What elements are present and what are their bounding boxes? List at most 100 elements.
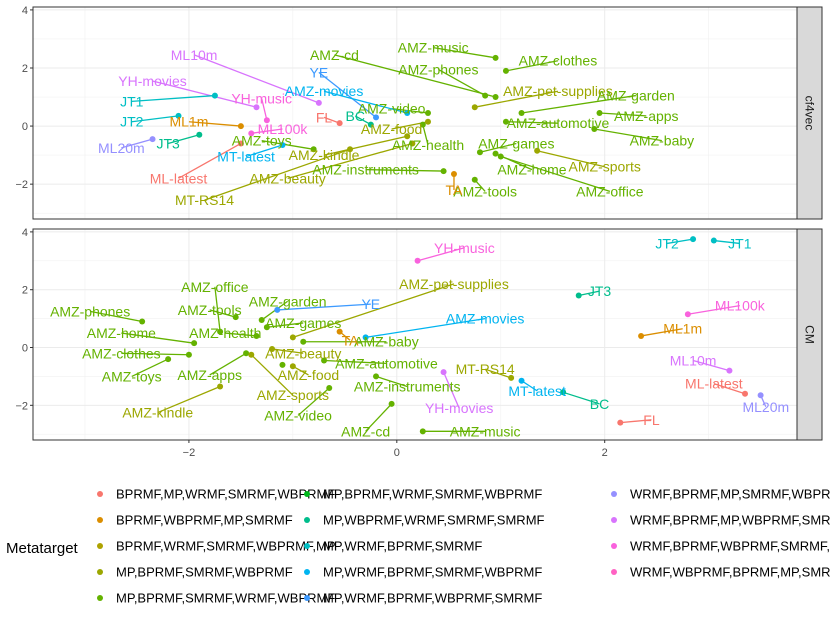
data-point bbox=[367, 121, 374, 128]
point-label: AMZ-baby bbox=[354, 334, 419, 350]
point-label: AMZ-home bbox=[497, 162, 566, 178]
y-tick-label: 2 bbox=[22, 285, 28, 297]
point-label: AMZ-apps bbox=[177, 367, 242, 383]
label-connector bbox=[375, 375, 408, 388]
legend-label: MP,WRMF,BPRMF,SMRMF bbox=[323, 539, 482, 554]
point-label: BC bbox=[346, 108, 365, 124]
legend-label: MP,WRMF,BPRMF,WBPRMF,SMRMF bbox=[323, 591, 542, 606]
data-point bbox=[492, 94, 499, 101]
point-label: TA bbox=[342, 332, 360, 348]
label-connector bbox=[277, 303, 371, 311]
point-label: AMZ-kindle bbox=[289, 147, 360, 163]
label-connector bbox=[121, 332, 195, 344]
point-label: JT2 bbox=[655, 235, 679, 251]
label-connector bbox=[152, 80, 257, 108]
legend-label: WRMF,WBPRMF,BPRMF,MP,SMRMF bbox=[630, 565, 830, 580]
legend-key bbox=[97, 517, 103, 523]
point-label: AMZ-clothes bbox=[519, 53, 598, 69]
x-tick-label: 2 bbox=[602, 447, 608, 459]
point-label: AMZ-food bbox=[278, 367, 339, 383]
data-point bbox=[440, 369, 447, 376]
legend-key bbox=[611, 491, 617, 497]
label-connector bbox=[365, 403, 393, 432]
label-connector bbox=[121, 352, 189, 356]
point-label: AMZ-office bbox=[181, 279, 249, 295]
point-label: ML1m bbox=[169, 114, 208, 130]
data-point bbox=[591, 125, 598, 132]
legend-key bbox=[611, 569, 617, 575]
legend-label: WRMF,BPRMF,MP,WBPRMF,SMRMF bbox=[630, 513, 830, 528]
label-connector bbox=[90, 310, 143, 323]
data-point bbox=[253, 104, 260, 111]
point-label: MT-latest bbox=[508, 383, 566, 399]
point-label: AMZ-video bbox=[358, 101, 426, 117]
label-connector bbox=[178, 142, 242, 179]
point-label: AMZ-home bbox=[87, 325, 156, 341]
data-point bbox=[424, 118, 431, 125]
point-label: AMZ-movies bbox=[446, 311, 525, 327]
data-point bbox=[419, 428, 426, 435]
data-point bbox=[258, 317, 265, 324]
legend-key bbox=[97, 491, 103, 497]
point-label: AMZ-garden bbox=[249, 293, 327, 309]
point-label: AMZ-clothes bbox=[82, 345, 161, 361]
data-point bbox=[440, 168, 447, 175]
strip-label: cf4vec bbox=[803, 96, 817, 131]
label-connector bbox=[292, 283, 455, 339]
data-point bbox=[482, 92, 489, 99]
y-tick-label: 4 bbox=[22, 5, 28, 17]
data-point bbox=[243, 350, 250, 357]
point-label: AMZ-phones bbox=[50, 303, 130, 319]
label-connector bbox=[297, 387, 330, 416]
data-point bbox=[450, 170, 457, 177]
data-point bbox=[336, 328, 343, 335]
label-connector bbox=[323, 90, 408, 114]
y-tick-label: 0 bbox=[22, 343, 28, 355]
data-point bbox=[300, 338, 307, 345]
point-label: YH-music bbox=[434, 240, 495, 256]
legend-key bbox=[304, 491, 310, 497]
data-point bbox=[534, 147, 541, 154]
point-label: YH-music bbox=[231, 90, 292, 106]
legend-label: MP,BPRMF,SMRMF,WRMF,WBPRMF bbox=[116, 591, 335, 606]
point-label: AMZ-apps bbox=[614, 108, 679, 124]
label-connector bbox=[365, 168, 444, 172]
label-connector bbox=[225, 332, 257, 337]
data-point bbox=[742, 390, 749, 397]
legend-key bbox=[611, 543, 617, 549]
data-point bbox=[269, 345, 276, 352]
data-point bbox=[336, 120, 343, 127]
legend-key bbox=[304, 543, 310, 549]
point-label: ML100k bbox=[258, 121, 309, 137]
point-label: AMZ-cd bbox=[310, 47, 359, 63]
point-label: AMZ-tools bbox=[453, 183, 517, 199]
point-label: FL bbox=[316, 109, 333, 125]
data-point bbox=[518, 377, 525, 384]
y-tick-label: −2 bbox=[15, 400, 28, 412]
point-label: AMZ-movies bbox=[285, 83, 364, 99]
point-label: AMZ-instruments bbox=[354, 379, 461, 395]
data-point bbox=[237, 123, 244, 130]
point-label: ML-latest bbox=[685, 376, 743, 392]
data-point bbox=[492, 54, 499, 61]
label-connector bbox=[121, 138, 153, 149]
point-label: AMZ-music bbox=[450, 423, 521, 439]
point-label: TA bbox=[446, 182, 464, 198]
data-point bbox=[232, 314, 239, 321]
label-connector bbox=[318, 71, 377, 118]
point-label: AMZ-health bbox=[189, 325, 261, 341]
x-tick-label: 0 bbox=[394, 447, 400, 459]
data-point bbox=[638, 332, 645, 339]
data-point bbox=[347, 146, 354, 153]
data-point bbox=[274, 306, 281, 313]
point-label: AMZ-automotive bbox=[335, 355, 438, 371]
label-connector bbox=[193, 54, 320, 104]
label-connector bbox=[214, 286, 221, 332]
data-point bbox=[409, 140, 416, 147]
point-label: JT3 bbox=[156, 135, 180, 151]
data-point bbox=[165, 356, 172, 363]
label-connector bbox=[131, 358, 169, 377]
label-connector bbox=[204, 148, 351, 201]
point-label: AMZ-games bbox=[478, 135, 554, 151]
